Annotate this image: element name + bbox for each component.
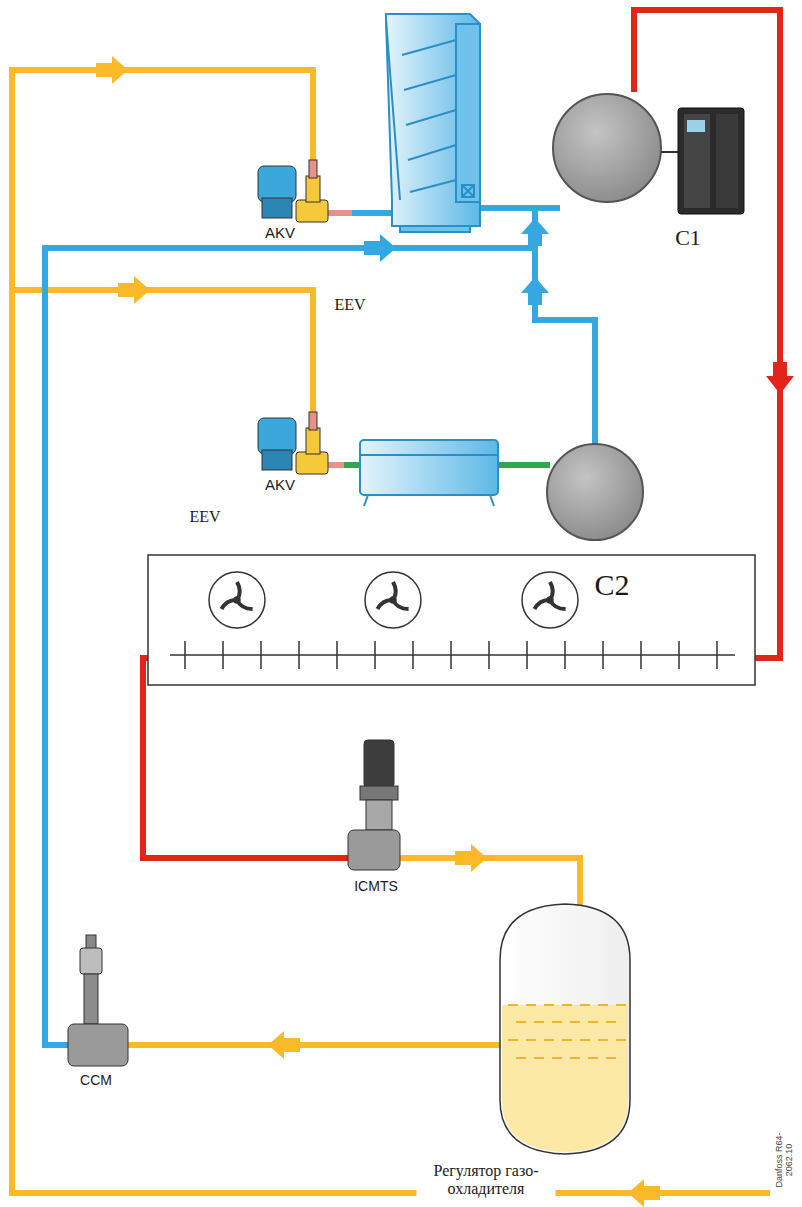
liquid-level — [552, 1021, 562, 1023]
cooler-fin — [450, 641, 452, 669]
caption-note: Регулятор газо- охладителя — [417, 1162, 556, 1199]
liquid-level — [508, 1039, 518, 1041]
liquid-level — [606, 1021, 616, 1023]
valve-label: EEV — [334, 296, 365, 314]
liquid-level — [516, 1057, 526, 1059]
liquid-level — [598, 1004, 608, 1006]
cooler-fin — [222, 641, 224, 669]
receiver-tank — [500, 904, 630, 1154]
cooler-fin — [298, 641, 300, 669]
cooler-fin — [602, 641, 604, 669]
valve-outlet — [326, 210, 352, 216]
cooler-fin — [374, 641, 376, 669]
cooler-fin — [640, 641, 642, 669]
liquid-level — [544, 1039, 554, 1041]
part-name: AKV — [265, 476, 295, 493]
liquid-level — [544, 1004, 554, 1006]
akv-valve — [258, 412, 328, 474]
gas-cooler — [148, 555, 755, 685]
liquid-level — [580, 1004, 590, 1006]
liquid-level — [616, 1004, 626, 1006]
fan-symbol — [522, 572, 578, 628]
suction-line — [352, 210, 392, 216]
fan-symbol — [209, 572, 265, 628]
liquid-line — [12, 70, 770, 1193]
cooler-fin — [260, 641, 262, 669]
cooler-fin — [564, 641, 566, 669]
compressor — [553, 94, 661, 202]
liquid-level — [580, 1039, 590, 1041]
liquid-level — [616, 1039, 626, 1041]
watermark: Danfoss R64-2062.10 — [774, 1131, 795, 1189]
cooler-fin — [526, 641, 528, 669]
part-name: CCM — [80, 1072, 112, 1088]
icmts-valve — [348, 740, 400, 870]
liquid-level — [570, 1021, 580, 1023]
liquid-level — [588, 1021, 598, 1023]
liquid-level — [606, 1057, 616, 1059]
evaporator-line — [342, 462, 360, 468]
liquid-level — [588, 1057, 598, 1059]
suction-line — [480, 205, 560, 211]
liquid-line — [400, 858, 580, 906]
liquid-level — [552, 1057, 562, 1059]
liquid-level — [508, 1004, 518, 1006]
liquid-line — [128, 1042, 500, 1048]
valve-label: EEV — [189, 508, 220, 526]
liquid-level — [516, 1021, 526, 1023]
flow-arrows — [96, 56, 794, 1207]
evaporator — [360, 440, 498, 506]
liquid-level — [534, 1057, 544, 1059]
cooler-fin — [488, 641, 490, 669]
liquid-level — [534, 1021, 544, 1023]
drive-cable — [661, 151, 678, 153]
fan-symbol — [365, 572, 421, 628]
frequency-drive — [678, 108, 744, 214]
akv-valve — [258, 160, 328, 222]
compressor-label: C1 — [675, 225, 701, 251]
suction-line — [535, 208, 595, 444]
part-name: AKV — [265, 224, 295, 241]
liquid-level — [526, 1039, 536, 1041]
evaporator-line — [498, 462, 550, 468]
valve-outlet — [326, 462, 344, 468]
liquid-level — [562, 1004, 572, 1006]
liquid-level — [598, 1039, 608, 1041]
cooler-fin — [184, 641, 186, 669]
liquid-level — [570, 1057, 580, 1059]
cooler-fin — [336, 641, 338, 669]
cooler-fin — [412, 641, 414, 669]
ccm-valve — [68, 935, 128, 1066]
display-cabinet — [386, 14, 480, 232]
discharge-line — [143, 658, 348, 858]
liquid-level — [562, 1039, 572, 1041]
compressor — [547, 444, 643, 540]
part-name: ICMTS — [354, 878, 398, 894]
gas-cooler-label: C2 — [594, 568, 629, 602]
cooler-fin — [716, 641, 718, 669]
liquid-line — [12, 290, 313, 420]
liquid-level — [526, 1004, 536, 1006]
cooler-fin — [678, 641, 680, 669]
